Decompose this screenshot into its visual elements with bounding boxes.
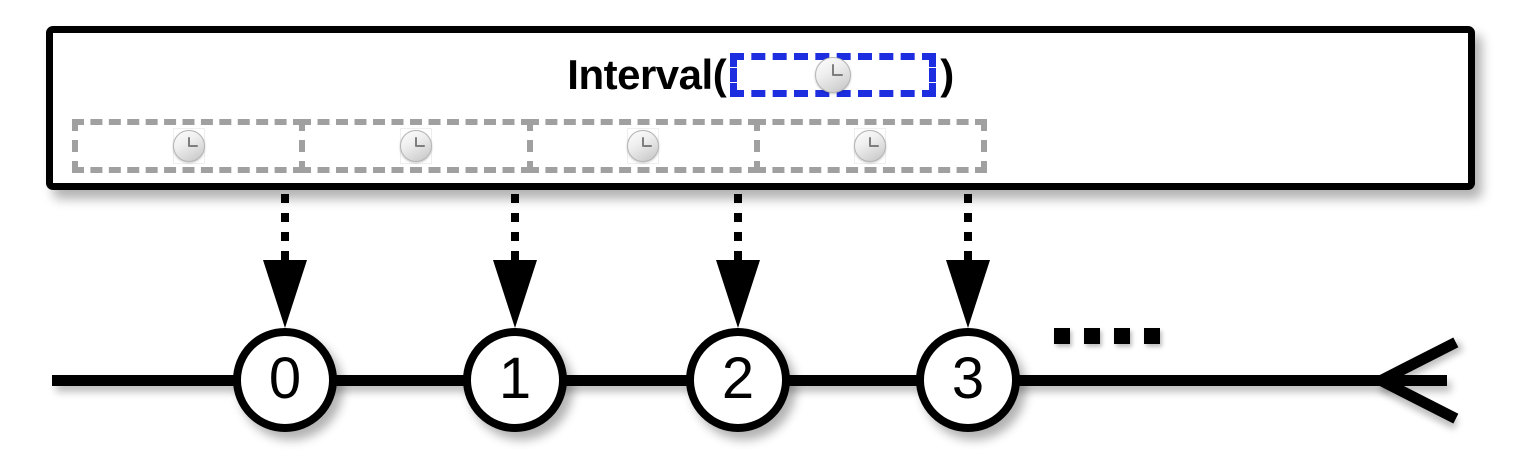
interval-container-box: Interval( ) [46, 26, 1475, 190]
timeline-node-2[interactable]: 2 [686, 328, 790, 432]
drop-arrow-head-icon [946, 260, 990, 328]
clock-hand-minute [187, 136, 190, 147]
clock-icon-frame [399, 128, 432, 164]
timeline-node-0[interactable]: 0 [233, 328, 337, 432]
clock-hand-hour [415, 145, 425, 147]
clock-icon-frame [172, 128, 205, 164]
drop-arrow-to-node-1 [493, 194, 537, 334]
clock-icon [854, 130, 887, 162]
interval-title-prefix: Interval( [567, 51, 727, 98]
ellipsis-dot [1054, 328, 1070, 344]
drop-arrow-to-node-3 [946, 194, 990, 334]
ellipsis-dot [1084, 328, 1100, 344]
drop-arrow-stem [734, 194, 742, 262]
clock-hand-minute [414, 136, 417, 147]
drop-arrow-head-icon [263, 260, 307, 328]
drop-arrow-head-icon [493, 260, 537, 328]
interval-title-row: Interval( ) [53, 47, 1468, 103]
clock-hand-hour [643, 145, 653, 147]
drop-arrow-to-node-0 [263, 194, 307, 334]
ellipsis-dot [1144, 328, 1160, 344]
interval-segment [526, 119, 760, 173]
clock-hand-minute [642, 136, 645, 147]
clock-icon [399, 130, 432, 162]
interval-title-suffix: ) [940, 51, 954, 98]
timeline-arrowhead-icon [1378, 337, 1461, 424]
drop-arrow-head-icon [716, 260, 760, 328]
drop-arrow-stem [964, 194, 972, 262]
interval-segment [299, 119, 533, 173]
timeline-node-label: 3 [951, 346, 985, 411]
drop-arrow-stem [511, 194, 519, 262]
timeline-continuation-ellipsis [1054, 328, 1160, 344]
timeline-node-label: 2 [721, 346, 755, 411]
timeline-node-label: 0 [268, 346, 302, 411]
interval-argument-box [730, 53, 937, 97]
clock-hand-hour [833, 74, 844, 76]
clock-hand-minute [832, 64, 835, 76]
clock-icon [172, 130, 205, 162]
drop-arrow-stem [281, 194, 289, 262]
drop-arrow-to-node-2 [716, 194, 760, 334]
clock-hand-minute [869, 136, 872, 147]
interval-segment [72, 119, 306, 173]
interval-segment [753, 119, 987, 173]
clock-hand-hour [188, 145, 198, 147]
timeline-node-label: 1 [498, 346, 532, 411]
interval-segment-strip [72, 119, 987, 173]
timeline-node-3[interactable]: 3 [916, 328, 1020, 432]
arrowhead-barb-lower [1378, 375, 1459, 424]
clock-icon-frame [854, 128, 887, 164]
clock-hand-hour [870, 145, 880, 147]
clock-icon-frame [627, 128, 660, 164]
clock-icon [627, 130, 660, 162]
clock-icon [815, 57, 852, 93]
ellipsis-dot [1114, 328, 1130, 344]
timeline-node-1[interactable]: 1 [463, 328, 567, 432]
